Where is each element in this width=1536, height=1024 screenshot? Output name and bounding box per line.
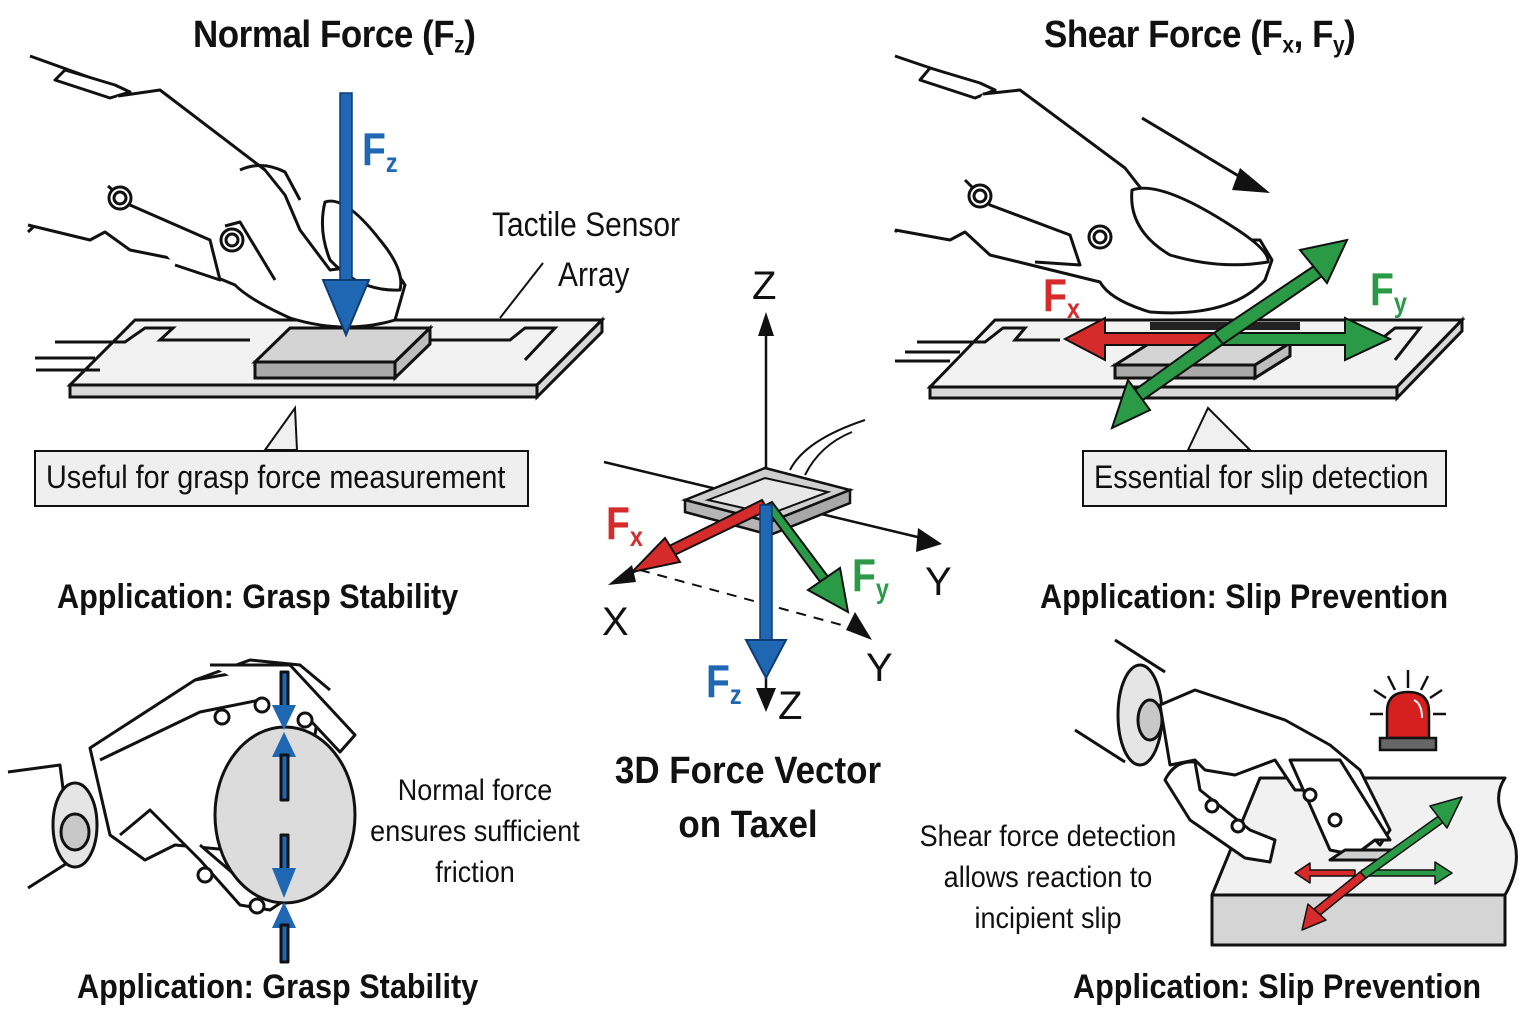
normal-force-title: Normal Force (Fz): [193, 14, 476, 58]
callout-pointer-right: [1186, 406, 1253, 451]
application-footer-grasp: Application: Grasp Stability: [77, 968, 479, 1006]
fy-label-center: Fy: [852, 549, 889, 604]
grasp-stability-caption: Normal force ensures sufficient friction: [367, 770, 583, 893]
normal-force-illustration: [26, 54, 606, 451]
fz-label-center: Fz: [706, 655, 742, 710]
fz-label-left: Fz: [362, 123, 398, 178]
shear-force-title: Shear Force (Fx, Fy): [1044, 14, 1356, 58]
force-vector-title: 3D Force Vector on Taxel: [610, 744, 886, 852]
application-heading-grasp: Application: Grasp Stability: [57, 578, 459, 616]
fy-arrow-right-panel: [1219, 316, 1393, 362]
axis-x-label: X: [602, 600, 629, 644]
callout-pointer-left: [263, 405, 299, 451]
grasp-caption-line2: ensures sufficient: [370, 815, 580, 848]
sensor-board-left: [35, 316, 606, 401]
application-footer-slip: Application: Slip Prevention: [1073, 968, 1482, 1006]
slip-hand-illustration: [1074, 638, 1518, 947]
slip-caption-line2: allows reaction to: [943, 861, 1153, 894]
fz-arrow-left: [321, 92, 371, 338]
force-vector-diagram: [603, 312, 942, 712]
shear-force-illustration: [893, 54, 1466, 451]
callout-slip-detection-text: Essential for slip detection: [1094, 459, 1429, 495]
shear-diagonal-arrow: [1110, 238, 1349, 430]
axis-y-lower-label: Y: [866, 646, 893, 690]
sensor-array-label: Tactile Sensor: [492, 206, 680, 244]
slip-caption-line1: Shear force detection: [919, 820, 1177, 853]
callout-slip-detection: Essential for slip detection: [1082, 450, 1447, 507]
fy-label-right-panel: Fy: [1370, 263, 1407, 318]
axis-y-upper-label: Y: [925, 560, 952, 604]
slip-caption-line3: incipient slip: [974, 902, 1122, 935]
callout-grasp-force: Useful for grasp force measurement: [34, 450, 529, 507]
axis-z-top-label: Z: [752, 264, 777, 308]
slip-prevention-caption: Shear force detection allows reaction to…: [918, 816, 1179, 939]
sensor-label-leader: [499, 262, 544, 319]
grasp-caption-line1: Normal force: [397, 774, 553, 807]
force-vector-title-line1: 3D Force Vector: [614, 750, 882, 792]
alarm-beacon-icon: [1370, 670, 1446, 752]
application-heading-slip: Application: Slip Prevention: [1040, 578, 1449, 616]
force-vector-title-line2: on Taxel: [678, 804, 818, 846]
robot-finger-right: [893, 54, 1274, 315]
callout-grasp-force-text: Useful for grasp force measurement: [46, 459, 506, 495]
fx-label-right-panel: Fx: [1043, 269, 1080, 324]
fx-label-center: Fx: [606, 497, 643, 552]
robot-finger-left: [26, 54, 407, 329]
sensor-array-label-line2: Array: [558, 256, 630, 294]
grasp-caption-line3: friction: [435, 856, 515, 889]
grasp-hand-illustration: [7, 658, 357, 964]
motion-arrowhead: [1232, 168, 1270, 193]
axis-z-bottom-label: Z: [778, 684, 803, 728]
